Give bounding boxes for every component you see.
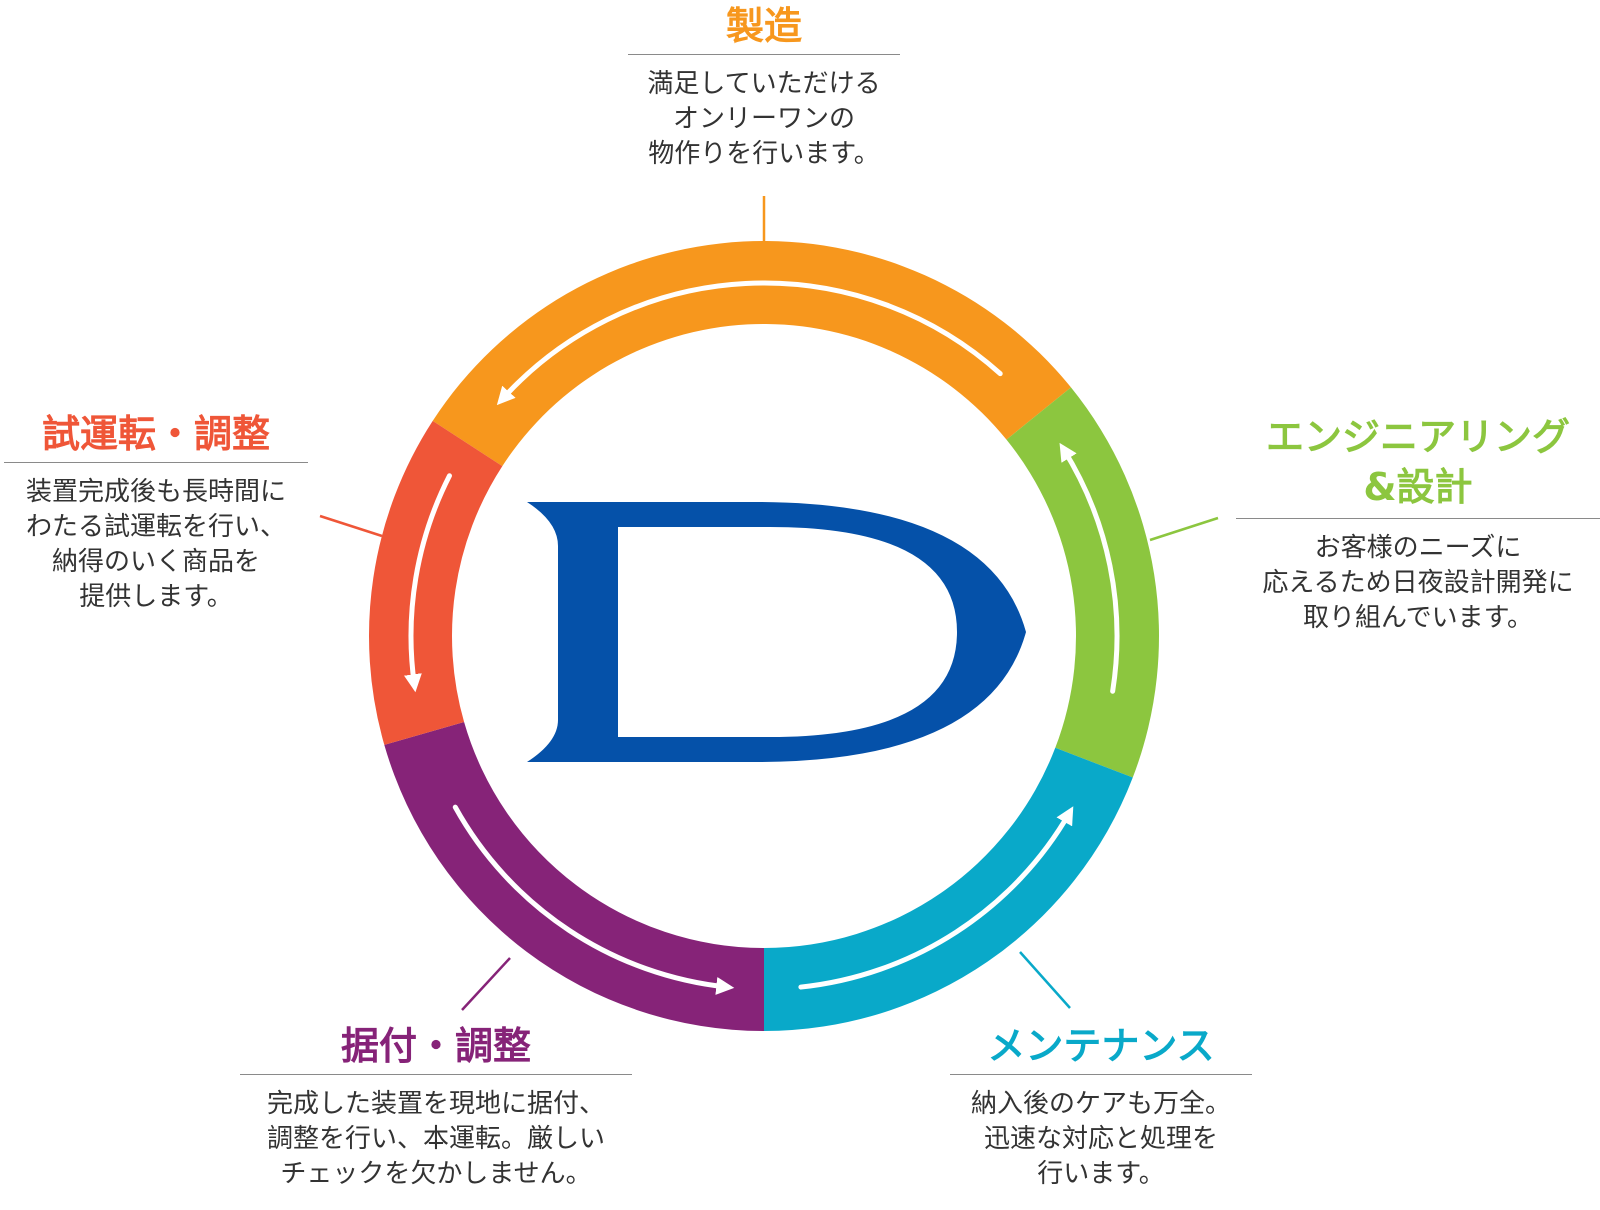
flow-arrow-engineering xyxy=(1059,442,1120,694)
stage-desc-testrun: 装置完成後も長時間に わたる試運転を行い、 納得のいく商品を 提供します。 xyxy=(25,477,286,612)
connector-engineering xyxy=(1149,516,1219,542)
ring-segment-installation xyxy=(384,721,764,1031)
divider xyxy=(240,1074,632,1075)
ring-segment-engineering xyxy=(1006,387,1159,778)
flow-arrow-testrun xyxy=(404,473,452,693)
d-logo-icon xyxy=(527,502,1026,762)
divider xyxy=(950,1074,1252,1075)
stage-installation: 据付・調整 完成した装置を現地に据付、 調整を行い、本運転。厳しい チェックを欠… xyxy=(240,1024,632,1192)
divider xyxy=(1236,518,1600,519)
divider xyxy=(4,462,308,463)
flow-arrow-manufacturing xyxy=(496,280,1003,406)
stage-desc-installation: 完成した装置を現地に据付、 調整を行い、本運転。厳しい チェックを欠かしません。 xyxy=(266,1089,605,1189)
stage-title-manufacturing: 製造 xyxy=(725,4,802,48)
stage-title-installation: 据付・調整 xyxy=(340,1024,531,1068)
connector-testrun xyxy=(319,514,383,538)
divider xyxy=(628,54,900,55)
stage-desc-manufacturing: 満足していただける オンリーワンの 物作りを行います。 xyxy=(647,69,881,169)
stage-desc-engineering: お客様のニーズに 応えるため日夜設計開発に 取り組んでいます。 xyxy=(1262,533,1574,633)
connector-installation xyxy=(461,957,511,1011)
stage-title-testrun: 試運転・調整 xyxy=(41,412,270,456)
stage-maintenance: メンテナンス 納入後のケアも万全。 迅速な対応と処理を 行います。 xyxy=(950,1024,1252,1192)
stage-desc-maintenance: 納入後のケアも万全。 迅速な対応と処理を 行います。 xyxy=(970,1089,1231,1189)
connector-maintenance xyxy=(1019,951,1071,1009)
stage-manufacturing: 製造 満足していただける オンリーワンの 物作りを行います。 xyxy=(628,4,900,172)
flow-arrow-maintenance xyxy=(798,806,1074,990)
stage-title-maintenance: メンテナンス xyxy=(987,1024,1215,1068)
stage-testrun: 試運転・調整 装置完成後も長時間に わたる試運転を行い、 納得のいく商品を 提供… xyxy=(4,412,308,615)
ring-segment-maintenance xyxy=(764,747,1133,1031)
flow-arrow-installation xyxy=(452,804,735,995)
stage-engineering: エンジニアリング &設計 お客様のニーズに 応えるため日夜設計開発に 取り組んで… xyxy=(1236,412,1600,636)
stage-title-engineering: エンジニアリング &設計 xyxy=(1265,415,1570,509)
ring-segment-manufacturing xyxy=(432,240,1071,467)
ring-segment-testrun xyxy=(369,420,503,745)
